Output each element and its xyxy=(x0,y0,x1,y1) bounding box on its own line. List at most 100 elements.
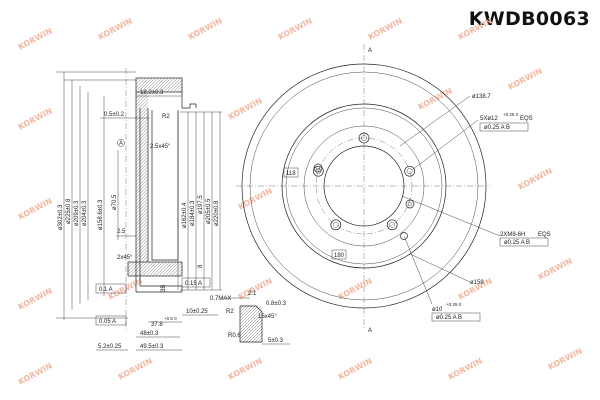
bolt-holes xyxy=(312,132,416,240)
left-mark-box xyxy=(283,167,299,178)
detail-chamfer: 15x45° xyxy=(258,314,277,320)
watermark-text: KORWIN xyxy=(117,356,154,381)
detail-radius-bottom: R0.6 xyxy=(228,333,241,339)
label-width: 48±0.3 xyxy=(140,331,159,337)
label-side-mark: 8 xyxy=(198,264,204,268)
hatching-top xyxy=(135,77,183,93)
leader-hub xyxy=(399,95,471,147)
label-side-label: 3B xyxy=(161,285,167,292)
leader-pcd xyxy=(409,253,471,283)
label-bottom-dim: 37.8 xyxy=(151,322,163,328)
diameter-dimension-lines xyxy=(56,71,222,320)
leader-thread xyxy=(401,195,501,237)
hub-ring xyxy=(303,125,425,247)
watermark-text: KORWIN xyxy=(457,16,494,41)
label-position-tol1: ø0.25 A B xyxy=(484,125,510,131)
watermark-text: KORWIN xyxy=(547,346,584,371)
position-frame-3 xyxy=(431,312,481,322)
watermark-text: KORWIN xyxy=(227,356,264,381)
label-radius-top: R2 xyxy=(162,114,170,120)
watermark-text: KORWIN xyxy=(97,16,134,41)
bolt-hole xyxy=(404,165,416,177)
detail-max-label: 0.7MAX xyxy=(210,296,231,302)
dim-d197-5: ø197.5 xyxy=(198,195,204,214)
label-flatness-left: 0.1 A xyxy=(99,287,113,293)
threaded-hole-inner xyxy=(407,201,413,207)
label-flatness-right: 0.15 A xyxy=(185,281,202,287)
label-small-step: 2.5 xyxy=(117,229,126,235)
position-frame-1 xyxy=(479,122,529,132)
label-total-height: 49.5±0.3 xyxy=(140,344,164,350)
hat-inner-edge xyxy=(285,107,443,265)
label-eqs2: EQS xyxy=(538,232,551,238)
bottom-flange xyxy=(127,261,183,277)
pin-hole xyxy=(400,232,408,240)
label-hub-dia: ø138.7 xyxy=(472,94,491,100)
label-lower-offset: 5.2±0.25 xyxy=(98,344,122,350)
bolt-hole-inner xyxy=(332,222,339,228)
dim-d70-5: ø70.5 xyxy=(112,194,118,210)
detail-scale: 2:1 xyxy=(248,291,257,297)
label-thread: 2XM8-6H xyxy=(500,232,525,238)
watermark-text: KORWIN xyxy=(517,166,554,191)
label-datum-a: A xyxy=(119,141,123,147)
watermark-text: KORWIN xyxy=(277,16,314,41)
bolt-hole xyxy=(358,132,370,144)
watermark-text: KORWIN xyxy=(537,256,574,281)
bolt-circle xyxy=(315,137,413,235)
watermark-text: KORWIN xyxy=(447,356,484,381)
label-pin-tol: +0.25 0 xyxy=(446,302,462,307)
watermark-text: KORWIN xyxy=(17,196,54,221)
disc-ring-edge xyxy=(249,71,479,301)
watermark-text: KORWIN xyxy=(337,356,374,381)
label-parallel-left: 0.05 A xyxy=(99,319,116,325)
bolt-hole-inner xyxy=(361,135,367,141)
parallel-left-frame xyxy=(95,315,127,326)
detail-view: 2:1 0.7MAX 0.8±0.3 R2 15x45° R0.6 5±0.3 xyxy=(210,291,290,345)
dim-d302: ø302±0.3 xyxy=(58,204,64,230)
position-frame-2 xyxy=(499,237,549,247)
watermark-text: KORWIN xyxy=(227,96,264,121)
label-chamfer2: 2x45° xyxy=(117,255,133,261)
watermark-text: KORWIN xyxy=(417,86,454,111)
center-bore xyxy=(323,145,405,227)
bolt-hole-inner xyxy=(389,222,396,228)
section-view: ø302±0.3 ø225±0.8 ø209±0.3 ø204±0.3 ø158… xyxy=(56,68,222,351)
top-flange xyxy=(135,77,183,93)
label-bolt-hole: 5Xø12 xyxy=(480,116,498,122)
watermark-text: KORWIN xyxy=(17,361,54,386)
label-bolt-tol: +0.25 0 xyxy=(503,112,519,117)
bolt-hole xyxy=(386,219,398,231)
hat-body-outline xyxy=(135,92,197,293)
dim-d204: ø204±0.3 xyxy=(82,200,88,226)
label-eqs1: EQS xyxy=(520,116,533,122)
dim-d184: ø184±0.3 xyxy=(190,200,196,226)
dim-d209: ø209±0.3 xyxy=(74,200,80,226)
detail-radius: R2 xyxy=(226,309,234,315)
label-pcd: ø158 xyxy=(470,280,484,286)
threaded-hole xyxy=(313,163,323,173)
label-top-width: 18.2±0.3 xyxy=(140,90,164,96)
label-position-tol2: ø0.25 A B xyxy=(504,240,530,246)
datum-a-circle xyxy=(117,139,125,147)
watermark-text: KORWIN xyxy=(17,26,54,51)
part-number-title: KWDB0063 xyxy=(468,8,590,30)
label-thickness: 10±0.25 xyxy=(186,309,208,315)
bolt-hole xyxy=(330,219,342,231)
disc-outer-edge xyxy=(241,63,487,309)
threaded-hole-inner xyxy=(315,165,321,171)
section-mark-bottom: A xyxy=(368,328,372,334)
cavity-outline xyxy=(147,108,179,262)
hatching-middle xyxy=(135,91,149,263)
bolt-hole-inner xyxy=(406,168,413,174)
label-offset: 0.5±0.2 xyxy=(104,112,125,118)
bottom-mark-box xyxy=(331,249,347,260)
label-chamfer: 2.5x45° xyxy=(150,144,171,150)
label-position-tol3: ø0.25 A B xyxy=(436,315,462,321)
flatness-left-frame xyxy=(95,283,127,294)
label-bottom-mark: 180 xyxy=(334,253,345,259)
dim-d158-6: ø158.6±0.3 xyxy=(98,199,104,230)
flatness-right-frame xyxy=(181,277,211,288)
